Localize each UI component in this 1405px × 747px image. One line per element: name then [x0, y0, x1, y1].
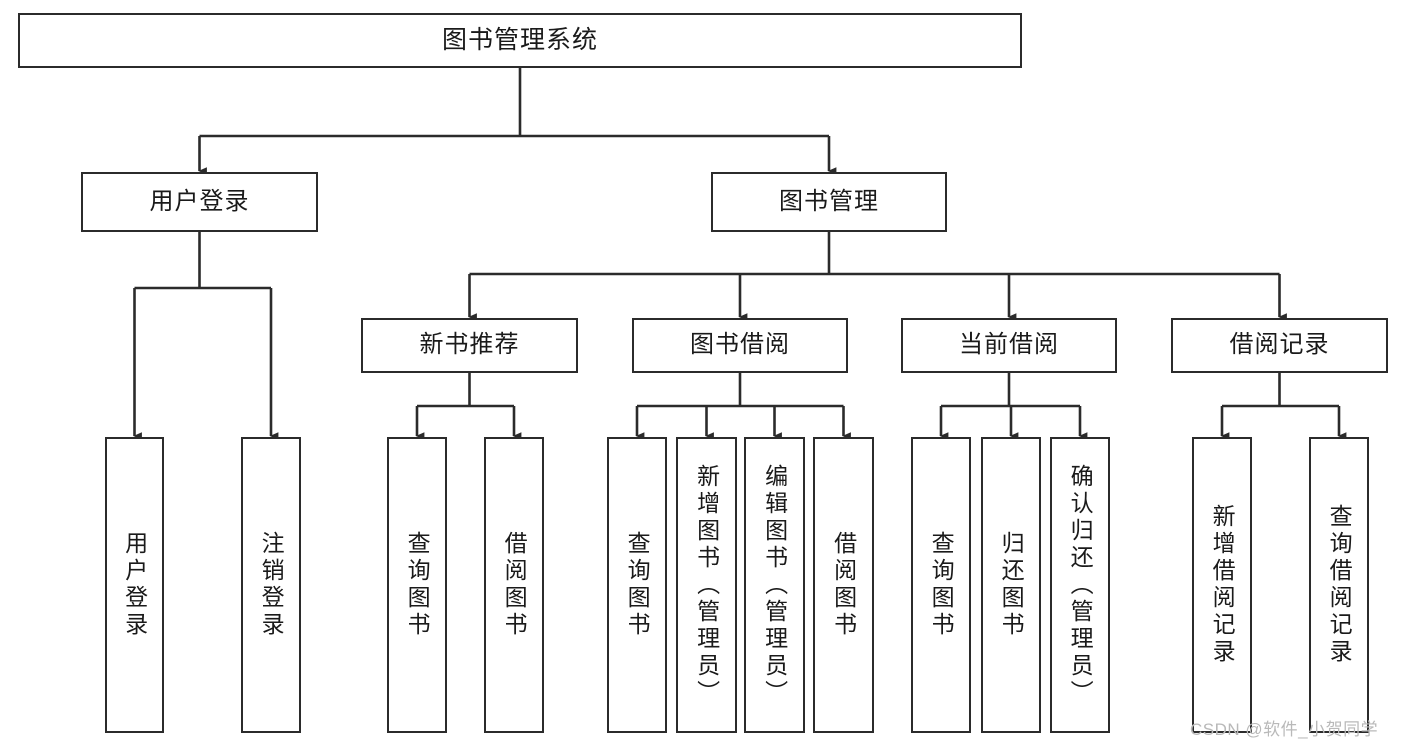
node-label: 图书管理系统: [441, 25, 598, 54]
node-label: 新增图书（管理员）: [693, 463, 720, 707]
node-leaf-user-login[interactable]: 用户登录: [105, 437, 164, 733]
node-leaf-query-book-3[interactable]: 查询图书: [911, 437, 971, 733]
node-leaf-query-record[interactable]: 查询借阅记录: [1309, 437, 1369, 733]
edge-group: [133, 68, 1347, 440]
node-label: 注销登录: [258, 531, 285, 639]
node-label: 用户登录: [121, 531, 148, 639]
node-leaf-add-record[interactable]: 新增借阅记录: [1192, 437, 1252, 733]
node-leaf-return-book[interactable]: 归还图书: [981, 437, 1041, 733]
node-current-borrow[interactable]: 当前借阅: [901, 318, 1117, 373]
node-leaf-query-book-2[interactable]: 查询图书: [607, 437, 667, 733]
node-label: 归还图书: [998, 531, 1025, 639]
node-label: 查询借阅记录: [1326, 504, 1353, 666]
node-label: 借阅图书: [501, 531, 528, 639]
node-book-manage[interactable]: 图书管理: [711, 172, 947, 232]
node-leaf-query-book-1[interactable]: 查询图书: [387, 437, 447, 733]
node-label: 图书借阅: [690, 331, 790, 359]
node-label: 新增借阅记录: [1209, 504, 1236, 666]
node-borrow-record[interactable]: 借阅记录: [1171, 318, 1388, 373]
node-leaf-confirm-return[interactable]: 确认归还（管理员）: [1050, 437, 1110, 733]
node-user-login[interactable]: 用户登录: [81, 172, 318, 232]
node-leaf-borrow-book-2[interactable]: 借阅图书: [813, 437, 874, 733]
node-label: 编辑图书（管理员）: [761, 463, 788, 707]
node-label: 图书管理: [779, 187, 879, 215]
node-label: 借阅记录: [1229, 331, 1330, 359]
node-label: 确认归还（管理员）: [1067, 463, 1094, 707]
node-label: 当前借阅: [959, 331, 1059, 359]
node-book-borrow[interactable]: 图书借阅: [632, 318, 848, 373]
node-label: 新书推荐: [419, 331, 520, 359]
node-leaf-edit-book[interactable]: 编辑图书（管理员）: [744, 437, 805, 733]
node-leaf-logout[interactable]: 注销登录: [241, 437, 301, 733]
node-label: 查询图书: [928, 531, 955, 639]
node-new-book-rec[interactable]: 新书推荐: [361, 318, 578, 373]
node-root[interactable]: 图书管理系统: [18, 13, 1022, 68]
node-label: 借阅图书: [830, 531, 857, 639]
node-label: 查询图书: [624, 531, 651, 639]
node-leaf-add-book[interactable]: 新增图书（管理员）: [676, 437, 737, 733]
node-label: 查询图书: [404, 531, 431, 639]
csdn-watermark: CSDN @软件_小贺同学: [1190, 720, 1379, 739]
node-leaf-borrow-book-1[interactable]: 借阅图书: [484, 437, 544, 733]
node-label: 用户登录: [149, 187, 250, 215]
